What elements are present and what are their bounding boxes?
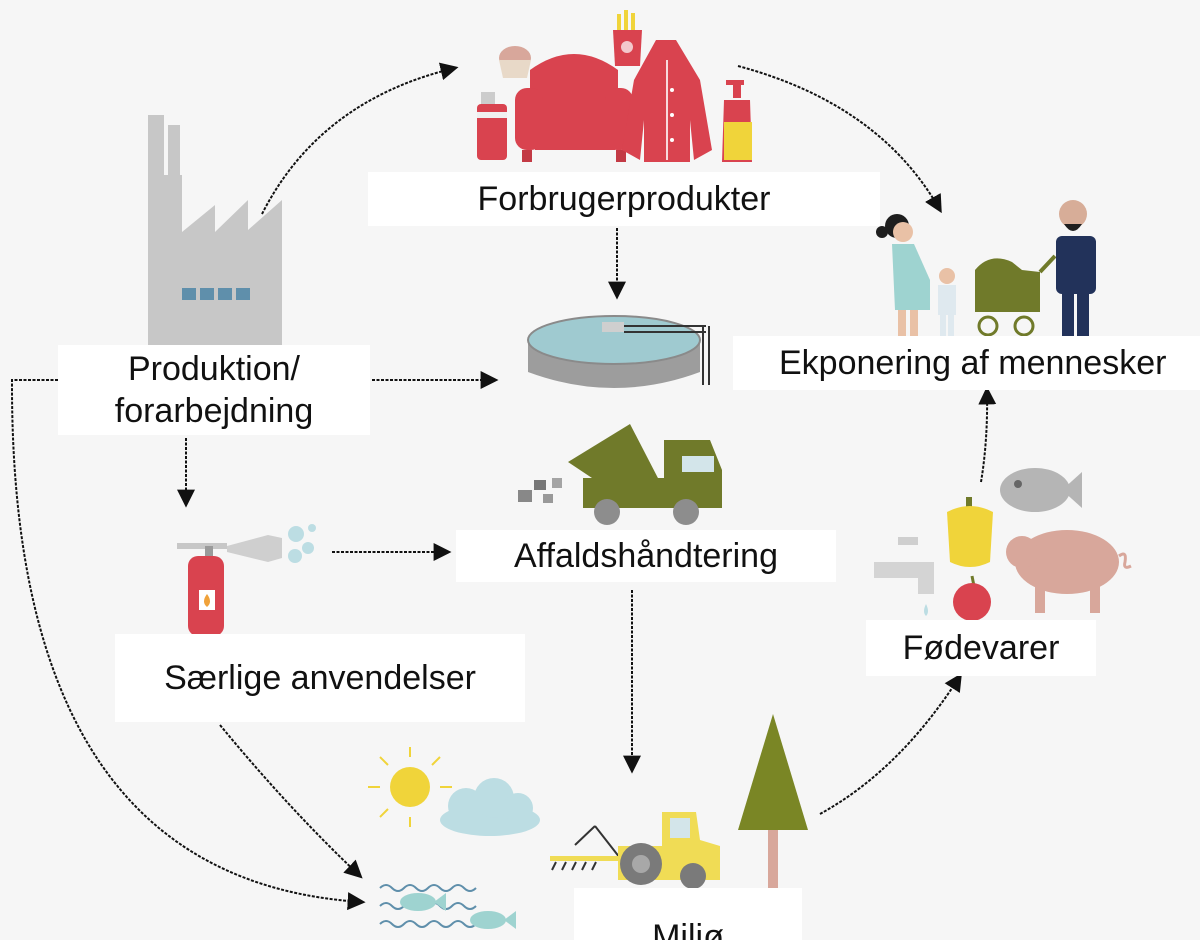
waste-handling-label: Affaldshåndtering: [456, 530, 836, 582]
arrow-production-to-products: [261, 62, 459, 215]
pepper-icon: [947, 497, 993, 567]
stroller-icon: [975, 254, 1057, 337]
special-uses-label: Særlige anvendelser: [115, 634, 525, 722]
armchair-icon: [515, 54, 633, 162]
production-label: Produktion/ forarbejdning: [58, 345, 370, 435]
water-fish-icon: [379, 884, 516, 929]
cloud-icon: [440, 778, 540, 836]
man-icon: [1056, 200, 1096, 337]
environment-label: Miljø: [574, 888, 802, 940]
lotion-bottle-icon: [722, 80, 752, 162]
flow-arrows: [10, 62, 997, 911]
dump-truck-icon: [518, 424, 722, 525]
spray-can-icon: [477, 92, 507, 160]
tree-icon: [738, 714, 808, 888]
arrow-special-to-environment: [219, 724, 363, 879]
tap-icon: [874, 537, 934, 616]
human-exposure-label: Ekponering af mennesker: [733, 336, 1200, 390]
tractor-icon: [550, 812, 720, 889]
consumer-products-label: Forbrugerprodukter: [368, 172, 880, 226]
factory-icon: [148, 115, 282, 345]
coat-icon: [622, 40, 712, 162]
fries-icon: [613, 10, 642, 66]
fire-extinguisher-icon: [177, 524, 316, 636]
apple-icon: [953, 575, 991, 621]
arrow-production-to-environment: [10, 379, 366, 911]
fish-icon: [1000, 468, 1082, 512]
mother-icon: [876, 214, 930, 337]
water-treatment-tank-icon: [527, 315, 710, 388]
foods-label: Fødevarer: [866, 620, 1096, 676]
child-icon: [938, 268, 956, 337]
muffin-icon: [499, 46, 531, 78]
pig-icon: [1006, 530, 1132, 613]
arrow-food-to-exposure: [978, 386, 997, 483]
arrow-products-to-exposure: [737, 65, 942, 214]
arrow-environment-to-food: [819, 672, 962, 815]
sun-icon: [368, 747, 452, 827]
